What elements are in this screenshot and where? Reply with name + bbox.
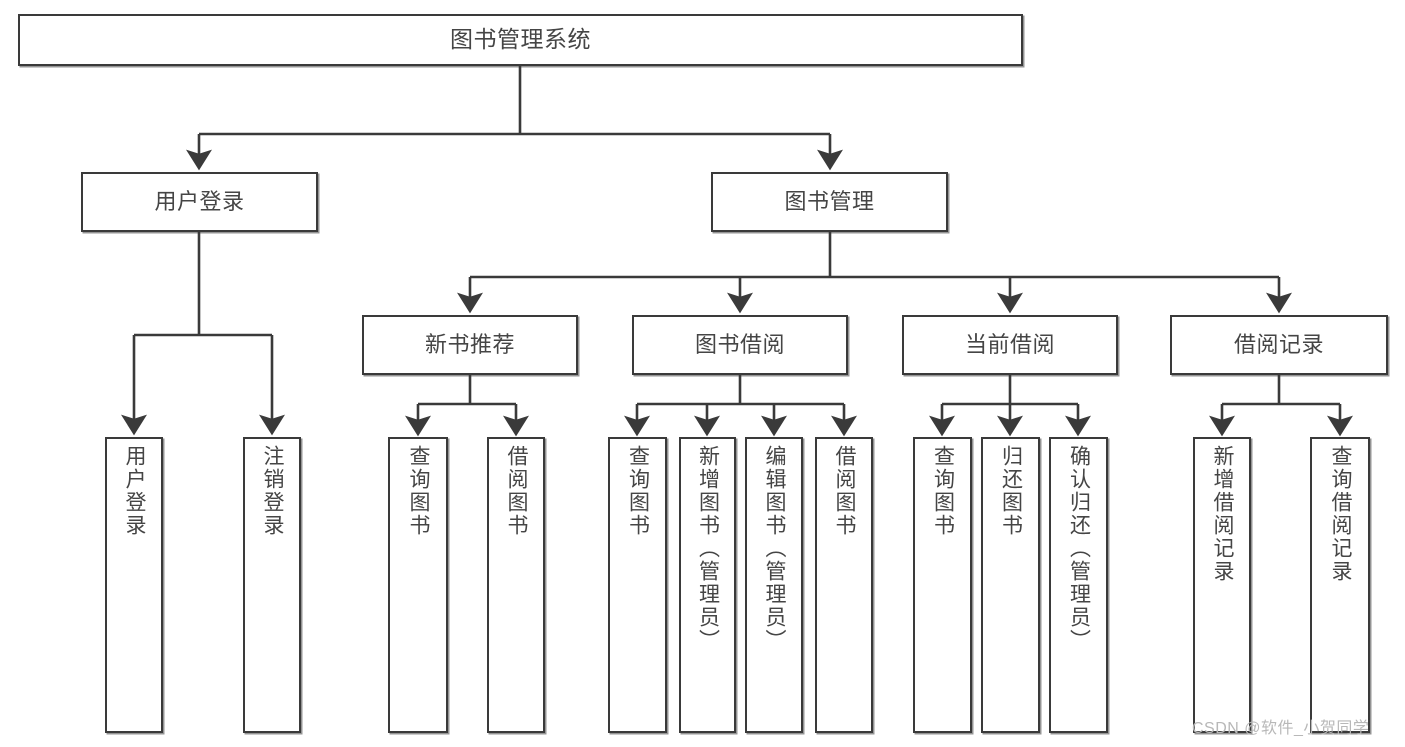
leaf-edit-book-admin[interactable]: 编辑图书（管理员） xyxy=(745,437,803,733)
leaf-edit-book-admin-label: 编辑图书（管理员） xyxy=(763,445,787,652)
leaf-confirm-return-admin[interactable]: 确认归还（管理员） xyxy=(1049,437,1108,733)
watermark: CSDN @软件_小贺同学 xyxy=(1192,720,1370,737)
leaf-logout[interactable]: 注销登录 xyxy=(243,437,301,733)
node-book-management-label: 图书管理 xyxy=(784,189,875,215)
leaf-borrow-book[interactable]: 借阅图书 xyxy=(815,437,873,733)
node-borrow-record-label: 借阅记录 xyxy=(1233,332,1324,358)
leaf-user-login-label: 用户登录 xyxy=(123,445,147,537)
leaf-confirm-return-admin-label: 确认归还（管理员） xyxy=(1067,445,1091,652)
leaf-query-borrow-record-label: 查询借阅记录 xyxy=(1329,445,1353,583)
leaf-borrow-book-recommend[interactable]: 借阅图书 xyxy=(487,437,545,733)
leaf-return-book-label: 归还图书 xyxy=(999,445,1023,537)
leaf-query-borrow-record[interactable]: 查询借阅记录 xyxy=(1310,437,1370,733)
leaf-query-book-borrow-label: 查询图书 xyxy=(626,445,650,537)
node-new-book-recommend-label: 新书推荐 xyxy=(424,332,515,358)
node-root-label: 图书管理系统 xyxy=(450,26,591,53)
leaf-add-borrow-record-label: 新增借阅记录 xyxy=(1211,445,1235,583)
leaf-query-book-current-label: 查询图书 xyxy=(931,445,955,537)
node-user-login[interactable]: 用户登录 xyxy=(81,172,318,232)
leaf-borrow-book-recommend-label: 借阅图书 xyxy=(505,445,529,537)
leaf-return-book[interactable]: 归还图书 xyxy=(981,437,1040,733)
leaf-query-book-borrow[interactable]: 查询图书 xyxy=(608,437,667,733)
node-current-borrow-label: 当前借阅 xyxy=(964,332,1055,358)
leaf-add-borrow-record[interactable]: 新增借阅记录 xyxy=(1193,437,1251,733)
node-current-borrow[interactable]: 当前借阅 xyxy=(902,315,1118,375)
node-new-book-recommend[interactable]: 新书推荐 xyxy=(362,315,578,375)
node-borrow-record[interactable]: 借阅记录 xyxy=(1170,315,1388,375)
leaf-query-book-current[interactable]: 查询图书 xyxy=(913,437,972,733)
node-book-borrow-label: 图书借阅 xyxy=(694,332,785,358)
node-book-borrow[interactable]: 图书借阅 xyxy=(632,315,848,375)
leaf-add-book-admin-label: 新增图书（管理员） xyxy=(696,445,720,652)
node-user-login-label: 用户登录 xyxy=(154,189,245,215)
leaf-borrow-book-label: 借阅图书 xyxy=(833,445,857,537)
leaf-logout-label: 注销登录 xyxy=(261,445,285,537)
leaf-add-book-admin[interactable]: 新增图书（管理员） xyxy=(679,437,736,733)
node-book-management[interactable]: 图书管理 xyxy=(711,172,948,232)
leaf-user-login[interactable]: 用户登录 xyxy=(105,437,163,733)
leaf-query-book-recommend[interactable]: 查询图书 xyxy=(388,437,448,733)
node-root[interactable]: 图书管理系统 xyxy=(18,14,1023,66)
leaf-query-book-recommend-label: 查询图书 xyxy=(407,445,431,537)
